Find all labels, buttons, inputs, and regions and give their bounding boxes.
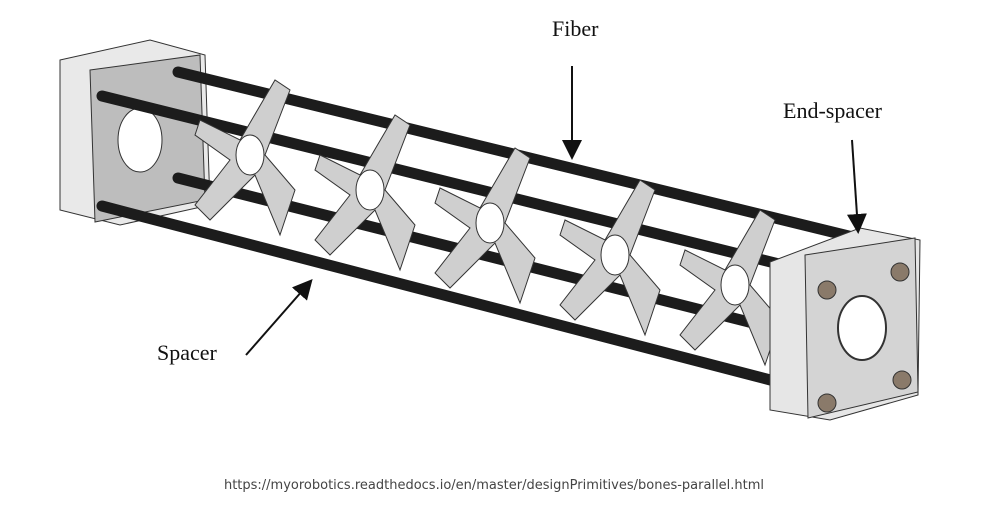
spacer (679, 209, 781, 367)
spacers (194, 79, 781, 367)
source-url: https://myorobotics.readthedocs.io/en/ma… (223, 478, 765, 493)
spacer-arrow (245, 278, 313, 356)
end-spacer-arrow (846, 139, 867, 234)
spacer-label: Spacer (157, 340, 217, 365)
fiber-rod (96, 90, 801, 274)
end-spacer-label: End-spacer (783, 98, 882, 123)
spacer (314, 114, 416, 272)
right-end-spacer (769, 227, 921, 421)
fiber-rod (96, 200, 784, 388)
spacer (194, 79, 296, 237)
spacer (434, 147, 536, 305)
fiber-label: Fiber (552, 16, 599, 41)
left-end-spacer (59, 39, 211, 226)
spacer (559, 179, 661, 337)
